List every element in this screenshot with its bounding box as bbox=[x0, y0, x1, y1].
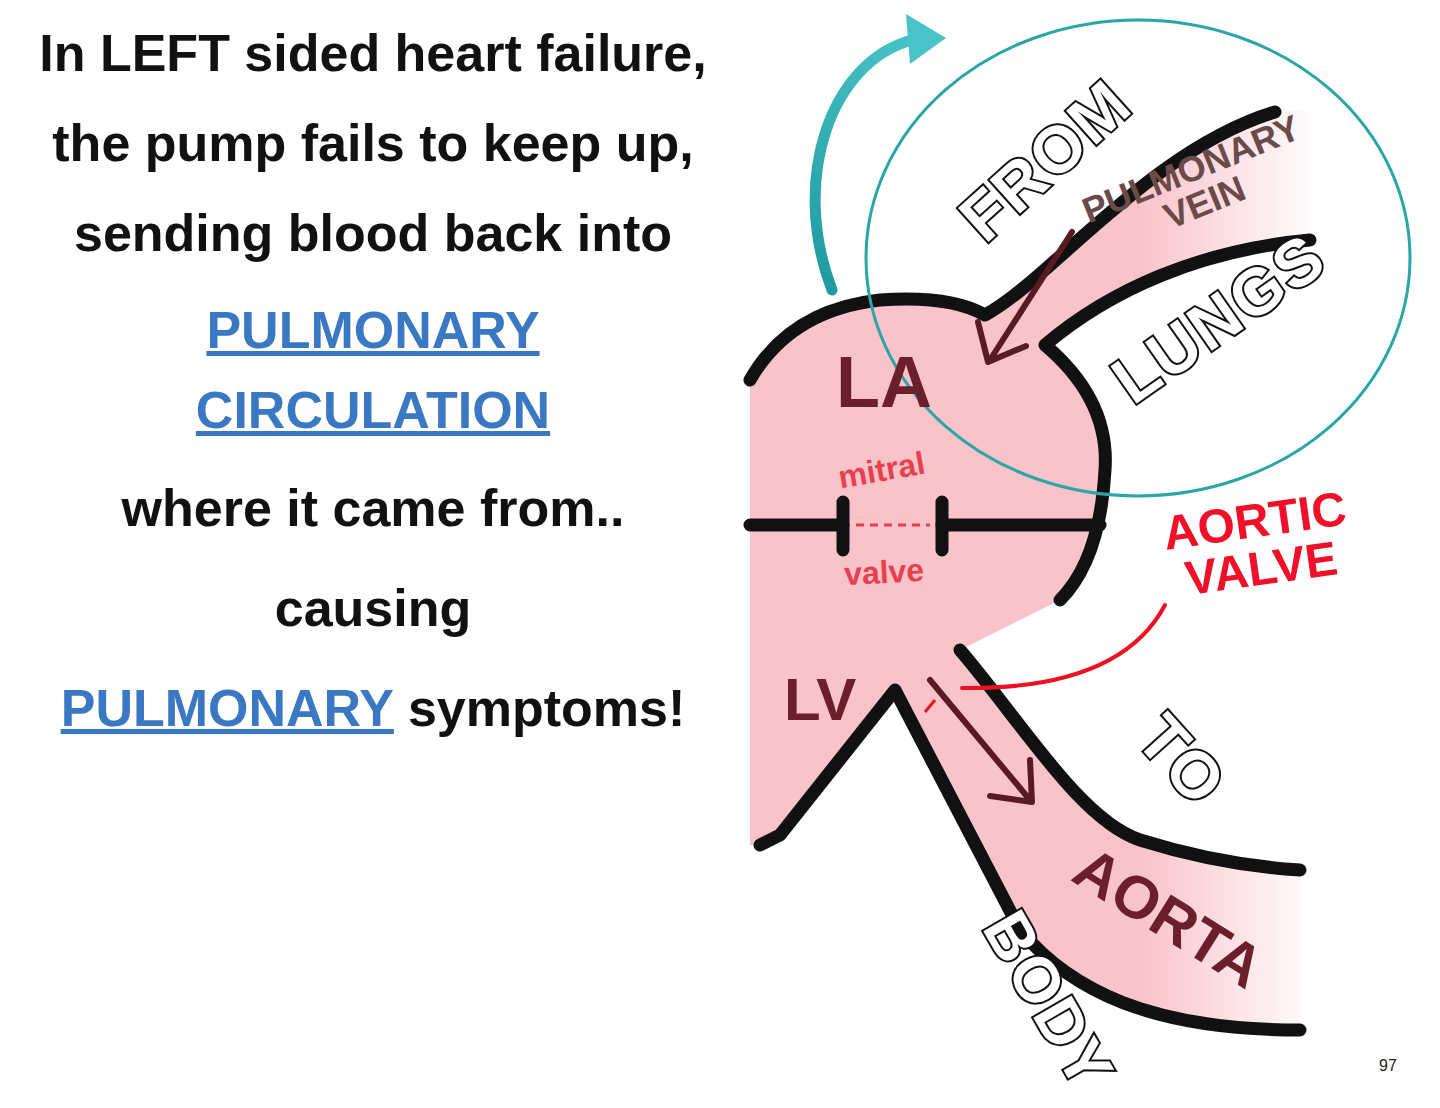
page-number: 97 bbox=[1379, 1058, 1397, 1074]
aorta-upper-wall bbox=[960, 650, 1300, 870]
flow-arrow bbox=[930, 680, 1032, 802]
valve-label: valve bbox=[843, 554, 925, 590]
mitral-leaflets bbox=[843, 502, 942, 550]
curved-arrow bbox=[815, 40, 912, 290]
body-text: where it came from.. causing bbox=[53, 458, 693, 658]
aortic-valve-mark bbox=[925, 700, 935, 712]
direction-label: TO bbox=[1126, 703, 1238, 817]
text-column: In LEFT sided heart failure, the pump fa… bbox=[8, 8, 738, 758]
leader-line bbox=[962, 605, 1165, 688]
mitral-line bbox=[750, 519, 1100, 532]
emphasis-text: PULMONARY CIRCULATION bbox=[163, 290, 583, 450]
highlight-circle bbox=[866, 20, 1410, 496]
body-text: In LEFT sided heart failure, the pump fa… bbox=[8, 8, 738, 278]
text-row: PULMONARYsymptoms! bbox=[61, 658, 686, 758]
chamber-label: LV bbox=[784, 670, 856, 730]
valve-label: AORTIC VALVE bbox=[1132, 481, 1383, 609]
chamber-label: LA bbox=[836, 346, 932, 418]
mitral-opening bbox=[856, 524, 930, 527]
body-text: symptoms! bbox=[408, 658, 685, 758]
curved-arrow-head bbox=[906, 14, 946, 64]
emphasis-text: PULMONARY bbox=[61, 658, 394, 758]
